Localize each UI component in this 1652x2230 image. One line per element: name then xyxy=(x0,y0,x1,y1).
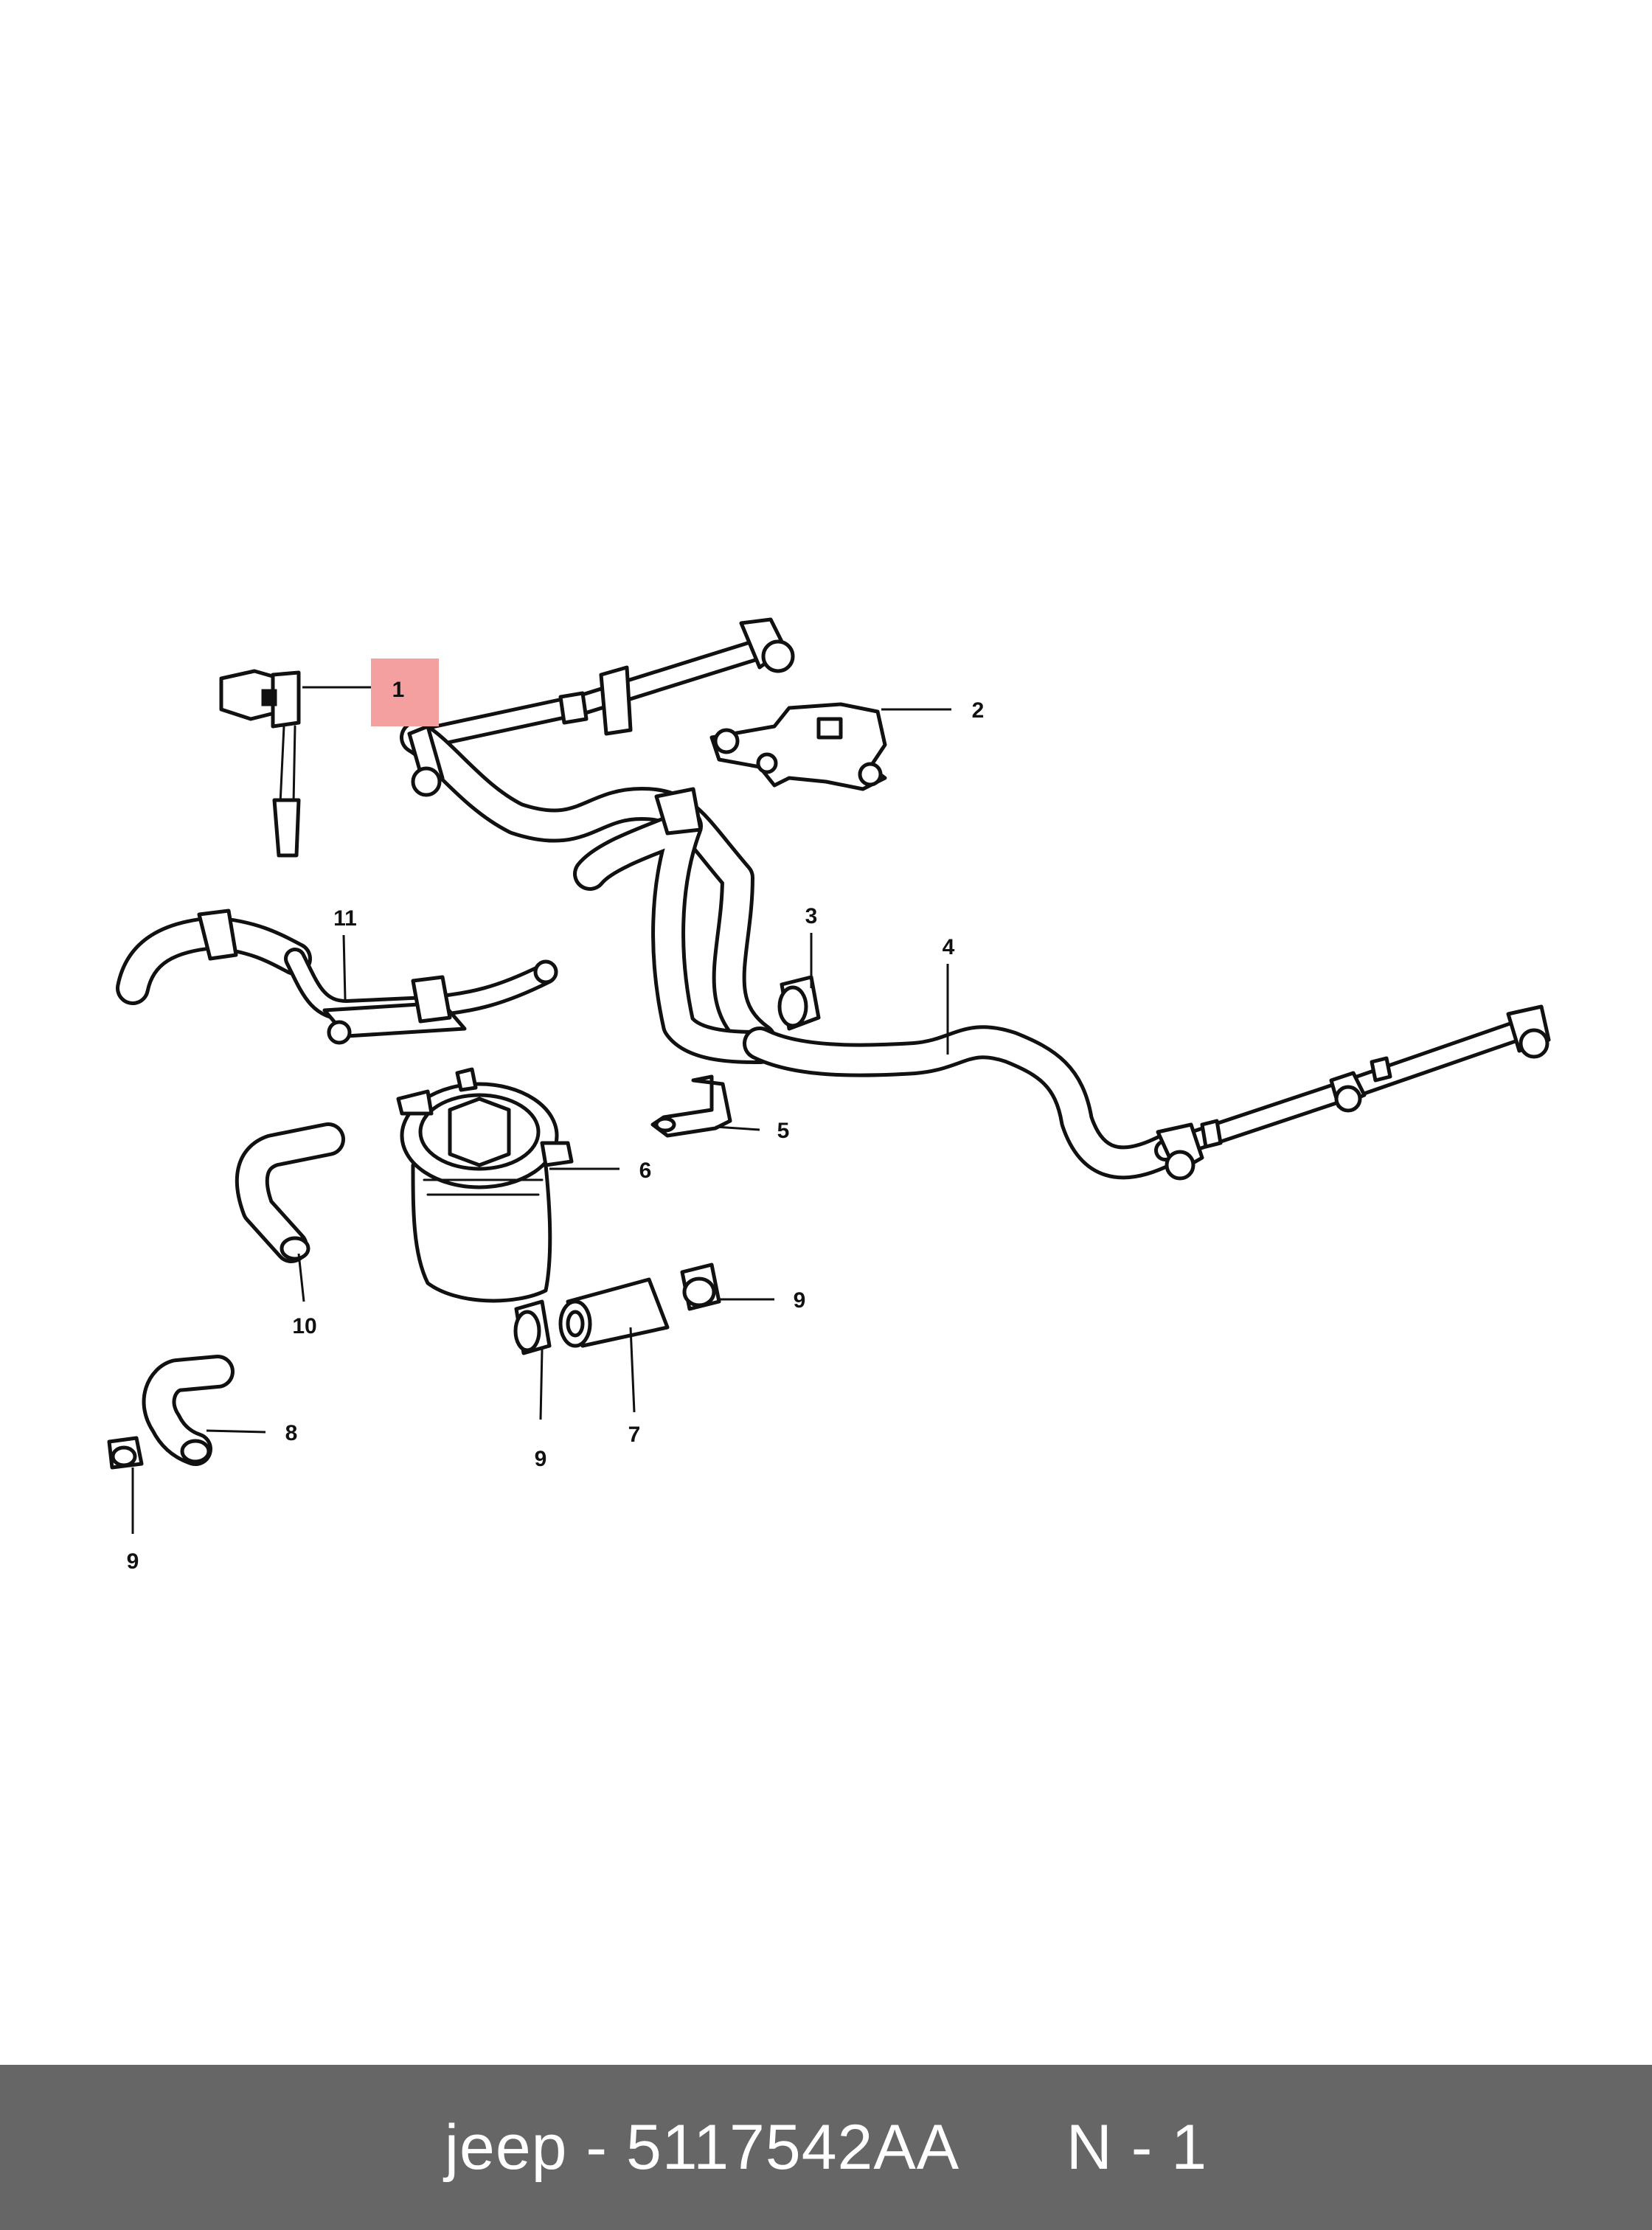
part-10-bent-hose xyxy=(235,1122,345,1263)
callout-7-label: 7 xyxy=(628,1423,641,1447)
callout-11-label: 11 xyxy=(333,906,357,931)
callout-9-right[interactable]: 9 xyxy=(719,1288,805,1313)
callout-6[interactable]: 6 xyxy=(549,1159,651,1183)
part-3-clip xyxy=(777,975,821,1031)
callout-9-left-label: 9 xyxy=(127,1549,139,1574)
upper-fuel-line xyxy=(400,617,795,1064)
part-5-bracket xyxy=(650,1074,732,1138)
callout-9-middle-label: 9 xyxy=(535,1447,547,1471)
callout-9-left[interactable]: 9 xyxy=(127,1467,139,1574)
callout-5[interactable]: 5 xyxy=(715,1119,789,1143)
callout-9-right-label: 9 xyxy=(794,1288,806,1313)
callout-8[interactable]: 8 xyxy=(206,1421,297,1445)
callout-7[interactable]: 7 xyxy=(628,1327,641,1447)
callout-8-label: 8 xyxy=(285,1421,298,1445)
callout-4[interactable]: 4 xyxy=(943,935,955,1055)
part-9-clamp-right xyxy=(680,1262,721,1311)
callout-4-label: 4 xyxy=(943,935,955,959)
callout-10-label: 10 xyxy=(292,1314,316,1338)
callout-1-highlight xyxy=(371,659,439,726)
parts-diagram: 1 2 3 4 5 6 7 8 9 9 9 10 xyxy=(107,617,1551,1574)
part-1-sensor xyxy=(219,669,301,858)
part-9-clamp-middle xyxy=(513,1299,552,1355)
callout-6-label: 6 xyxy=(639,1159,652,1183)
footer-brand: jeep xyxy=(444,2111,568,2183)
part-8-elbow-hose xyxy=(142,1355,235,1466)
callout-1-label: 1 xyxy=(392,678,405,702)
footer-part-number: 5117542AA xyxy=(625,2111,957,2183)
footer-bar: jeep - 5117542AA N - 1 xyxy=(0,2065,1652,2230)
part-11-hose-bracket xyxy=(116,909,558,1045)
footer-position-code: N - 1 xyxy=(1066,2111,1208,2183)
footer-gap xyxy=(956,2112,1066,2183)
callout-3-label: 3 xyxy=(805,904,818,928)
callout-9-middle[interactable]: 9 xyxy=(535,1349,547,1471)
footer-caption: jeep - 5117542AA N - 1 xyxy=(445,2111,1207,2184)
part-9-clamp-left xyxy=(107,1436,144,1470)
part-4-fuel-line xyxy=(743,1004,1551,1181)
callout-1[interactable]: 1 xyxy=(302,659,439,726)
part-6-fuel-filter xyxy=(396,1067,574,1303)
callout-10[interactable]: 10 xyxy=(292,1253,317,1338)
callout-5-label: 5 xyxy=(777,1119,790,1143)
callout-11[interactable]: 11 xyxy=(333,906,357,1000)
callout-3[interactable]: 3 xyxy=(805,904,818,988)
part-2-bracket xyxy=(709,702,887,791)
callout-2[interactable]: 2 xyxy=(881,698,984,723)
part-7-hose xyxy=(558,1277,670,1348)
footer-separator: - xyxy=(567,2111,626,2183)
callout-2-label: 2 xyxy=(972,698,985,723)
